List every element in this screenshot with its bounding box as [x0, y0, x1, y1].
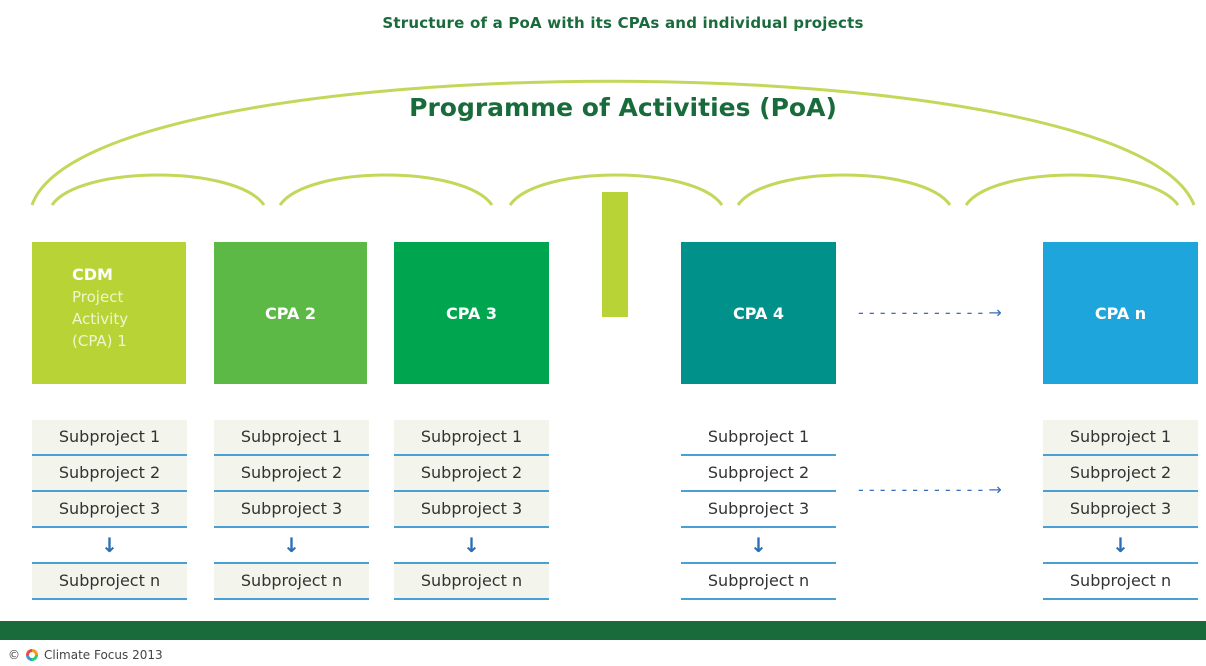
subproject-column-4: Subproject 1 Subproject 2 Subproject 3 ↓…: [681, 420, 836, 600]
subproject-3: Subproject 3: [394, 492, 549, 528]
cpa1-line1: CDM: [72, 265, 113, 284]
subproject-1: Subproject 1: [1043, 420, 1198, 456]
cpa-arc-2: [278, 173, 494, 206]
cpa1-line4: (CPA) 1: [72, 332, 127, 350]
subproject-n: Subproject n: [32, 564, 187, 600]
footer-text: Climate Focus 2013: [44, 648, 163, 662]
cpa1-line3: Activity: [72, 310, 129, 328]
subproject-2: Subproject 2: [32, 456, 187, 492]
arc-connectors: [30, 79, 1196, 206]
arrow-down-icon: ↓: [681, 528, 836, 564]
subproject-2: Subproject 2: [1043, 456, 1198, 492]
subproject-1: Subproject 1: [394, 420, 549, 456]
subproject-2: Subproject 2: [394, 456, 549, 492]
subproject-2: Subproject 2: [214, 456, 369, 492]
subproject-3: Subproject 3: [214, 492, 369, 528]
subproject-3: Subproject 3: [681, 492, 836, 528]
copyright-symbol: ©: [8, 648, 20, 662]
subproject-2: Subproject 2: [681, 456, 836, 492]
cpa1-line2: Project: [72, 288, 124, 306]
cpa-box-2: CPA 2: [214, 242, 367, 384]
subproject-n: Subproject n: [214, 564, 369, 600]
arrow-down-icon: ↓: [32, 528, 187, 564]
climate-focus-logo-icon: [26, 649, 38, 661]
center-bar: [602, 192, 628, 317]
cpa-arc-5: [964, 173, 1180, 206]
subproject-1: Subproject 1: [681, 420, 836, 456]
poa-label: Programme of Activities (PoA): [409, 93, 837, 122]
cpa-box-4: CPA 4: [681, 242, 836, 384]
cpa-arc-1: [50, 173, 266, 206]
footer-bar: [0, 621, 1206, 640]
footer: © Climate Focus 2013: [8, 648, 163, 662]
subproject-n: Subproject n: [394, 564, 549, 600]
subproject-column-n: Subproject 1 Subproject 2 Subproject 3 ↓…: [1043, 420, 1198, 600]
diagram-title: Structure of a PoA with its CPAs and ind…: [382, 14, 864, 32]
arrow-down-icon: ↓: [394, 528, 549, 564]
cpa-arc-4: [736, 173, 952, 206]
dashed-arrow-cpa: - - - - - - - - - - - - →: [858, 305, 1002, 321]
cpa-box-3: CPA 3: [394, 242, 549, 384]
subproject-column-2: Subproject 1 Subproject 2 Subproject 3 ↓…: [214, 420, 369, 600]
poa-arc: [30, 79, 1196, 206]
subproject-1: Subproject 1: [32, 420, 187, 456]
subproject-1: Subproject 1: [214, 420, 369, 456]
subproject-column-3: Subproject 1 Subproject 2 Subproject 3 ↓…: [394, 420, 549, 600]
cpa-arc-3: [508, 173, 724, 206]
arrow-down-icon: ↓: [214, 528, 369, 564]
subproject-3: Subproject 3: [32, 492, 187, 528]
cpa-box-1: CDM Project Activity (CPA) 1: [32, 242, 186, 384]
arrow-down-icon: ↓: [1043, 528, 1198, 564]
subproject-3: Subproject 3: [1043, 492, 1198, 528]
cpa-box-n: CPA n: [1043, 242, 1198, 384]
subproject-column-1: Subproject 1 Subproject 2 Subproject 3 ↓…: [32, 420, 187, 600]
subproject-n: Subproject n: [1043, 564, 1198, 600]
subproject-n: Subproject n: [681, 564, 836, 600]
dashed-arrow-subprojects: - - - - - - - - - - - - →: [858, 482, 1002, 498]
